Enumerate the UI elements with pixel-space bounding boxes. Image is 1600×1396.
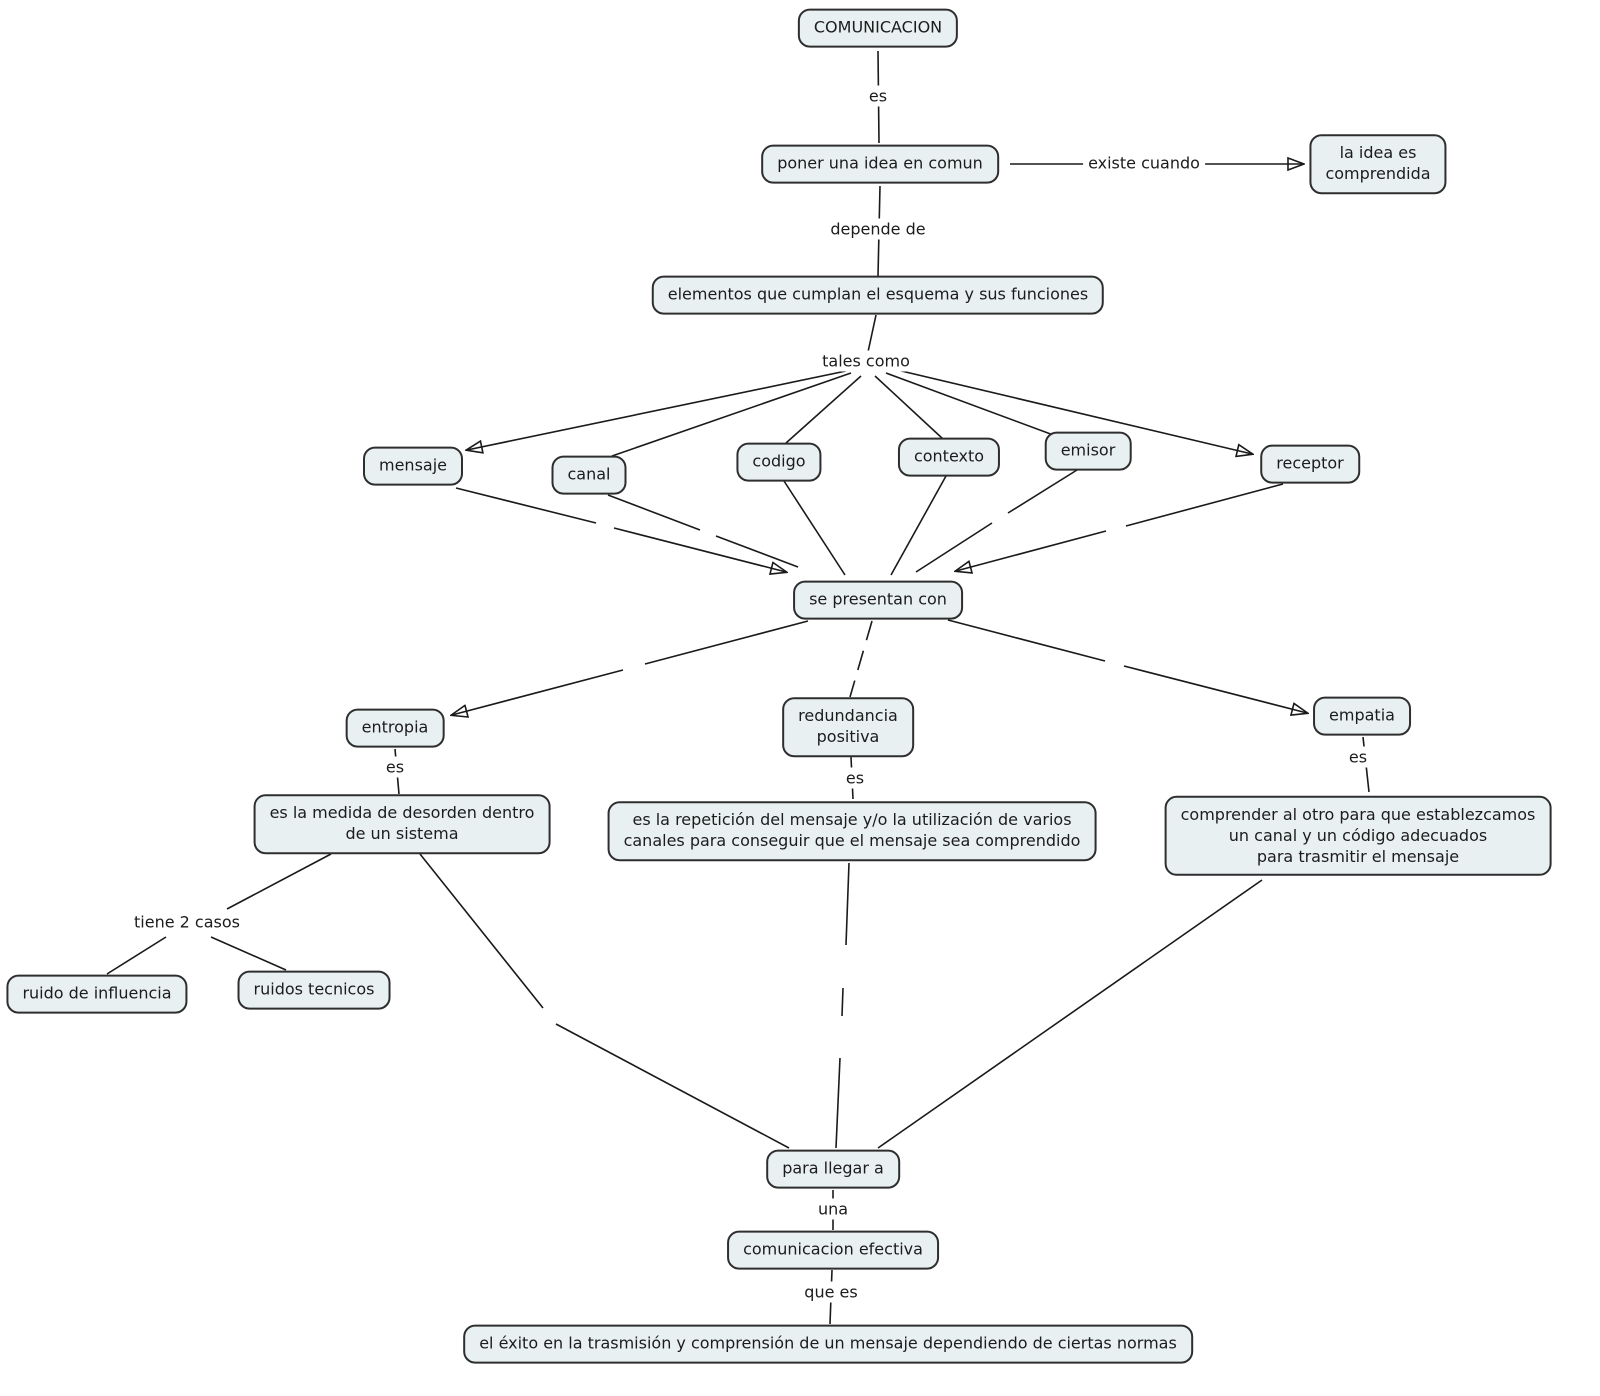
edge-talescomo-emisor <box>885 372 1057 437</box>
node-entropia[interactable]: entropia <box>345 708 445 748</box>
edge-label-es-redundancia: es <box>840 767 870 789</box>
node-exito[interactable]: el éxito en la trasmisión y comprensión … <box>463 1324 1193 1364</box>
edge-label-una: una <box>812 1198 854 1220</box>
edge-codigo-sepresentan <box>783 480 846 576</box>
edge-label-es-entropia: es <box>380 756 410 778</box>
node-repeticion[interactable]: es la repetición del mensaje y/o la util… <box>607 801 1097 861</box>
edge-comprension-parallegar <box>877 879 1263 1149</box>
node-poner-idea[interactable]: poner una idea en comun <box>761 144 999 184</box>
node-receptor[interactable]: receptor <box>1260 444 1360 484</box>
edge-contexto-sepresentan <box>890 475 947 576</box>
edge-label-es-comunicacion: es <box>863 85 893 107</box>
edge-label-existe-cuando: existe cuando <box>1083 152 1205 174</box>
edge-sepresentan-redundancia <box>849 620 873 698</box>
node-elementos[interactable]: elementos que cumplan el esquema y sus f… <box>651 275 1105 315</box>
node-comunicacion[interactable]: COMUNICACION <box>797 8 959 48</box>
edge-label-tales-como: tales como <box>817 350 915 372</box>
edge-elementos-talescomo <box>867 314 877 353</box>
edge-medida-tiene2casos <box>226 853 332 910</box>
edge-canal-sepresentan <box>607 494 799 568</box>
edge-tiene2casos-ruidoinfluencia <box>106 936 167 975</box>
edge-talescomo-contexto <box>874 375 944 440</box>
node-ruidos-tecnicos[interactable]: ruidos tecnicos <box>237 970 391 1010</box>
edge-sepresentan-empatia <box>947 619 1307 713</box>
edge-label-depende-de: depende de <box>825 218 931 240</box>
node-comunicacion-efectiva[interactable]: comunicacion efectiva <box>727 1230 939 1270</box>
node-idea-comprendida[interactable]: la idea es comprendida <box>1309 134 1447 194</box>
node-mensaje[interactable]: mensaje <box>363 446 463 486</box>
edge-label-que-es: que es <box>799 1281 863 1303</box>
node-canal[interactable]: canal <box>551 455 627 495</box>
edge-talescomo-mensaje <box>467 370 847 450</box>
edge-medida-parallegar <box>419 853 790 1149</box>
edge-emisor-sepresentan <box>915 469 1078 573</box>
node-medida-desorden[interactable]: es la medida de desorden dentro de un si… <box>253 794 551 854</box>
node-codigo[interactable]: codigo <box>736 442 822 482</box>
node-empatia[interactable]: empatia <box>1313 696 1411 736</box>
edge-mensaje-sepresentan <box>455 487 786 572</box>
edge-label-tiene-2-casos: tiene 2 casos <box>129 911 245 933</box>
node-ruido-influencia[interactable]: ruido de influencia <box>6 974 188 1014</box>
node-emisor[interactable]: emisor <box>1044 431 1132 471</box>
edge-sepresentan-entropia <box>452 620 809 715</box>
edge-label-es-empatia: es <box>1343 746 1373 768</box>
node-para-llegar[interactable]: para llegar a <box>766 1149 900 1189</box>
edge-repeticion-parallegar <box>835 862 850 1149</box>
edge-tiene2casos-ruidostecnicos <box>210 936 287 971</box>
node-contexto[interactable]: contexto <box>897 437 1001 477</box>
edge-talescomo-codigo <box>785 375 862 444</box>
node-comprension-otro[interactable]: comprender al otro para que establezcamo… <box>1164 795 1552 877</box>
node-se-presentan[interactable]: se presentan con <box>793 580 963 620</box>
edge-receptor-sepresentan <box>956 483 1284 571</box>
node-redundancia[interactable]: redundancia positiva <box>782 697 914 757</box>
